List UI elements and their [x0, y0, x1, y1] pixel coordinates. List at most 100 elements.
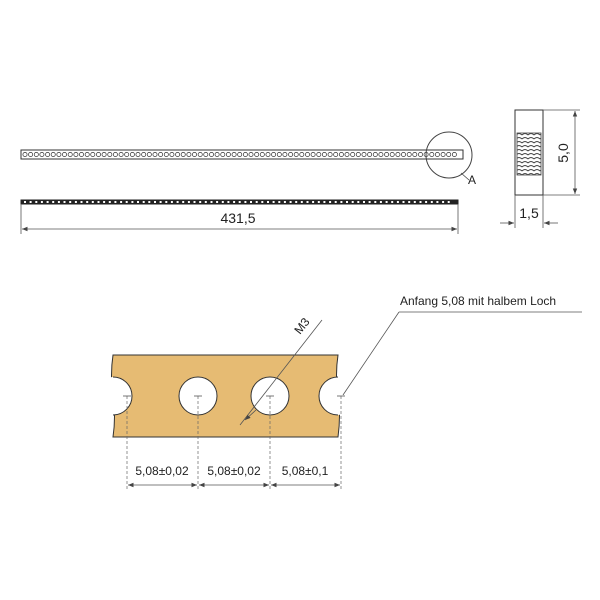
strip-hole — [73, 152, 79, 157]
strip-hole — [282, 152, 288, 157]
edge-dot — [408, 201, 411, 203]
edge-dot — [374, 201, 377, 203]
edge-dot — [159, 201, 162, 203]
strip-hole — [175, 152, 181, 157]
edge-dot — [233, 201, 236, 203]
strip-hole — [254, 152, 260, 157]
edge-dot — [29, 201, 32, 203]
edge-dot — [402, 201, 405, 203]
strip-hole — [361, 152, 367, 157]
strip-hole — [434, 152, 440, 157]
strip-hole — [305, 152, 310, 157]
edge-dot — [283, 201, 286, 203]
edge-dot — [413, 201, 416, 203]
strip-hole — [412, 152, 418, 157]
edge-dot — [227, 201, 230, 203]
strip-hole — [333, 152, 339, 157]
strip-hole — [440, 152, 446, 157]
edge-dot — [57, 201, 60, 203]
edge-dot — [312, 201, 315, 203]
edge-dot — [63, 201, 66, 203]
edge-dot — [442, 201, 445, 203]
edge-dot — [69, 201, 72, 203]
strip-hole — [299, 152, 305, 157]
note-leader: Anfang 5,08 mit halbem Loch — [342, 294, 582, 396]
strip-hole — [152, 152, 158, 157]
strip-hole — [321, 152, 327, 157]
strip-hole — [389, 152, 395, 157]
strip-hole — [203, 152, 209, 157]
edge-dot — [97, 201, 100, 203]
strip-hole — [84, 152, 90, 157]
strip-hole — [163, 152, 169, 157]
strip-hole — [135, 152, 141, 157]
strip-hole — [372, 152, 378, 157]
edge-dot — [91, 201, 94, 203]
edge-dot — [154, 201, 156, 203]
edge-dot — [430, 201, 433, 203]
pitch-label-1: 5,08±0,02 — [135, 464, 189, 478]
strip-hole — [107, 152, 113, 157]
top-view: A 431,5 — [20, 131, 476, 234]
edge-dot — [323, 201, 326, 203]
edge-dot — [204, 201, 207, 203]
edge-dot — [317, 201, 320, 203]
edge-dot — [267, 201, 269, 203]
edge-dot — [24, 201, 26, 203]
edge-dot — [35, 201, 38, 203]
strip-hole — [186, 152, 192, 157]
strip-hole — [288, 152, 294, 157]
edge-dot — [114, 201, 117, 203]
edge-dot — [46, 201, 49, 203]
edge-dot — [120, 201, 123, 203]
edge-dot — [199, 201, 202, 203]
edge-dot — [238, 201, 241, 203]
edge-dot — [357, 201, 360, 203]
edge-dot — [244, 201, 247, 203]
edge-dot — [436, 201, 439, 203]
edge-dot — [425, 201, 428, 203]
edge-dot — [391, 201, 394, 203]
strip-hole — [259, 152, 265, 157]
edge-dot — [142, 201, 145, 203]
strip-hole — [231, 152, 237, 157]
edge-dot — [210, 201, 213, 203]
edge-dot — [368, 201, 371, 203]
strip-hole — [90, 152, 96, 157]
edge-dot — [379, 201, 382, 203]
strip-hole — [338, 152, 344, 157]
strip-hole — [169, 152, 175, 157]
strip-hole — [310, 152, 316, 157]
strip-hole — [112, 152, 118, 157]
edge-dot — [278, 201, 281, 203]
strip-hole — [378, 152, 384, 157]
strip-hole — [141, 152, 147, 157]
detail-half-hole-right — [318, 376, 339, 416]
edge-dot — [396, 201, 399, 203]
edge-dot — [300, 201, 303, 203]
height-dimension: 5,0 — [543, 109, 580, 196]
edge-dot — [340, 201, 343, 203]
edge-dot — [137, 201, 139, 203]
thread-label: M3 — [291, 315, 312, 337]
strip-hole — [146, 152, 152, 157]
detail-view: 5,08±0,02 5,08±0,02 5,08±0,1 M3 Anfang 5… — [96, 294, 582, 490]
edge-dot — [346, 201, 348, 203]
strip-hole — [50, 152, 56, 157]
strip-hole — [271, 152, 277, 157]
edge-dot — [193, 201, 196, 203]
strip-hole — [56, 152, 62, 157]
edge-dot — [255, 201, 258, 203]
strip-hole — [276, 152, 282, 157]
strip-edge-dots — [24, 201, 450, 203]
strip-hole — [327, 152, 333, 157]
strip-hole — [242, 152, 248, 157]
pitch-dimensions: 5,08±0,02 5,08±0,02 5,08±0,1 — [128, 464, 340, 488]
strip-hole — [429, 152, 435, 157]
strip-hole — [265, 152, 271, 157]
strip-hole — [237, 152, 243, 157]
strip-hole — [220, 152, 226, 157]
strip-hole — [406, 152, 412, 157]
strip-hole — [367, 152, 373, 157]
